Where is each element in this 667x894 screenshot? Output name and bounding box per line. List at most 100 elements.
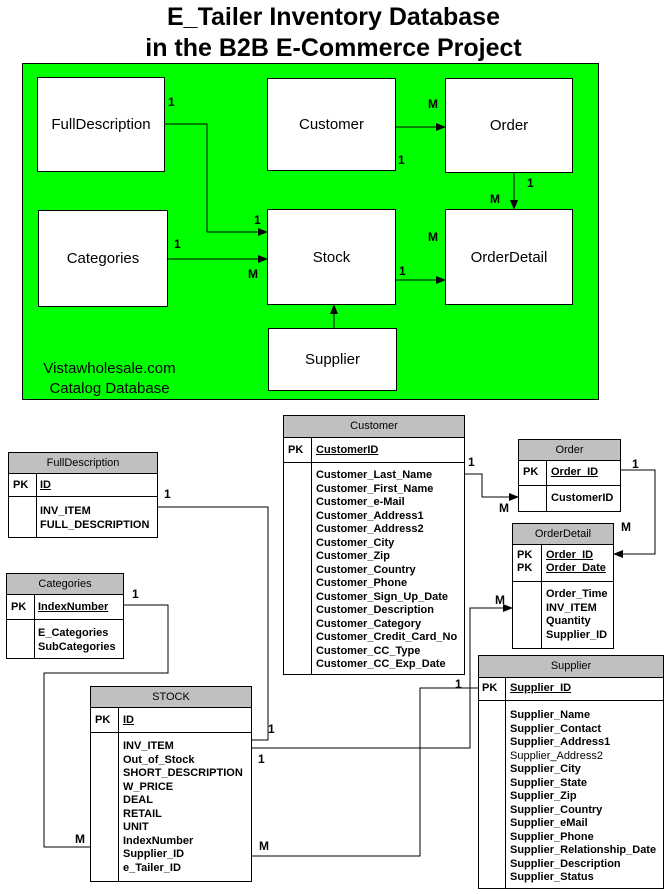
attribute-list: Customer_Last_Name Customer_First_Name C… [316, 469, 457, 672]
primary-key: Supplier_ID [510, 682, 572, 694]
column-divider [34, 595, 35, 658]
attribute-list: Supplier_Name Supplier_Contact Supplier_… [510, 709, 656, 885]
attribute: Supplier_Contact [510, 722, 602, 735]
rel-categories-one: 1 [132, 587, 139, 601]
rel-stock-fulldesc-one: 1 [268, 722, 275, 736]
card-stock-one: 1 [399, 264, 406, 278]
entity-supplier: Supplier [268, 328, 397, 391]
conn-supplier-stock-table [207, 687, 478, 860]
card-stock-fulldesc-one: 1 [254, 213, 261, 227]
attribute: E_Categories [38, 627, 109, 639]
attribute: Supplier_Relationship_Date [510, 844, 657, 856]
primary-key: CustomerID [316, 444, 379, 456]
entity-customer: Customer [267, 78, 396, 171]
pk-row [9, 474, 157, 497]
table-header: Categories [6, 573, 124, 595]
pk-label: PK [11, 601, 27, 613]
attribute: FULL_DESCRIPTION [40, 518, 150, 531]
entity-label: FullDescription [51, 116, 151, 133]
attribute: DEAL [123, 794, 153, 806]
caption-line2: Catalog Database [49, 380, 170, 397]
rel-customer-one: 1 [468, 455, 475, 469]
attribute: Customer_Address1 [316, 509, 424, 522]
entity-label: Categories [66, 250, 140, 267]
pk-row [91, 708, 251, 733]
card-stock-m: M [248, 267, 258, 281]
table-header: STOCK [90, 686, 252, 708]
card-fulldesc-one: 1 [168, 95, 175, 109]
table-header: Customer [283, 415, 465, 438]
entity-label: OrderDetail [470, 248, 548, 266]
attribute: Customer_Description [316, 604, 434, 616]
entity-stock: Stock [267, 209, 396, 305]
attribute-list: CustomerID [551, 492, 613, 506]
rel-stock-orderdetail-one: 1 [258, 752, 265, 766]
rel-order-m: M [499, 501, 509, 515]
pk-row [513, 545, 613, 582]
attribute: Customer_Category [316, 617, 422, 630]
entity-label: Order [489, 117, 529, 134]
conn-fulldesc-stock [165, 123, 268, 236]
attribute: SubCategories [38, 640, 116, 653]
card-order-m: M [428, 97, 438, 111]
table-fulldescription: FullDescription PK ID INV_ITEM FULL_DESC… [8, 452, 158, 538]
attribute: Customer_Last_Name [316, 469, 433, 481]
attribute: W_PRICE [123, 780, 174, 793]
attribute: Customer_Country [316, 563, 416, 576]
conn-customer-order-table [465, 473, 519, 501]
attribute: Customer_Zip [316, 550, 390, 562]
attribute: INV_ITEM [123, 740, 174, 752]
attribute: RETAIL [123, 807, 162, 820]
table-orderdetail: OrderDetail PK PK Order_ID Order_Date Or… [512, 523, 614, 649]
attribute: INV_ITEM [40, 505, 91, 517]
pk-label: PK [517, 549, 533, 561]
attribute-list: Order_Time INV_ITEM Quantity Supplier_ID [546, 588, 608, 642]
diagram-title-line2: in the B2B E-Commerce Project [145, 34, 522, 62]
pk-label: PK [482, 682, 498, 694]
column-divider [541, 545, 542, 648]
column-divider [118, 708, 119, 881]
entity-label: Supplier [304, 351, 361, 368]
rel-fulldesc-one: 1 [164, 487, 171, 501]
entity-fulldescription: FullDescription [37, 77, 165, 172]
attribute: Supplier_ID [546, 628, 608, 641]
column-divider [505, 678, 506, 888]
attribute: Customer_Address2 [316, 523, 424, 535]
column-divider [36, 474, 37, 537]
attribute-list: E_Categories SubCategories [38, 627, 116, 654]
pk-row [284, 438, 464, 463]
attribute: Supplier_eMail [510, 817, 588, 829]
card-order-one: 1 [527, 176, 534, 190]
conn-categories-stock-table [43, 604, 169, 851]
attribute: Supplier_Address1 [510, 736, 611, 748]
rel-supplier-one: 1 [455, 677, 462, 691]
diagram-title-line1: E_Tailer Inventory Database [166, 3, 500, 31]
pk-row [7, 595, 123, 620]
rel-orderdetail-stock-m: M [495, 593, 505, 607]
attribute: Customer_First_Name [316, 482, 434, 495]
attribute: Customer_CC_Exp_Date [316, 658, 446, 670]
entity-label: Stock [312, 248, 351, 266]
card-customer-one: 1 [398, 153, 405, 167]
attribute: Supplier_Status [510, 871, 594, 883]
attribute: Supplier_State [510, 776, 588, 789]
primary-key: ID [123, 714, 134, 726]
table-header: Order [518, 439, 621, 461]
pk-label: PK [288, 444, 304, 456]
rel-orderdetail-m: M [621, 520, 631, 534]
entity-orderdetail: OrderDetail [445, 209, 573, 305]
attribute-list: INV_ITEM Out_of_Stock SHORT_DESCRIPTION … [123, 740, 243, 875]
conn-order-orderdetail-table [613, 469, 656, 558]
card-orderdetail-m-top: M [490, 192, 500, 206]
conn-stock-orderdetail-table [212, 604, 513, 749]
rel-order-one: 1 [632, 457, 639, 471]
entity-categories: Categories [38, 210, 168, 307]
attribute: INV_ITEM [546, 601, 597, 614]
primary-key: Order_ID [551, 466, 599, 478]
attribute: e_Tailer_ID [123, 861, 181, 874]
pk-label: PK [523, 466, 539, 478]
rel-stock-categories-m: M [75, 832, 85, 846]
table-header: Supplier [478, 655, 664, 678]
table-header: FullDescription [8, 452, 158, 474]
